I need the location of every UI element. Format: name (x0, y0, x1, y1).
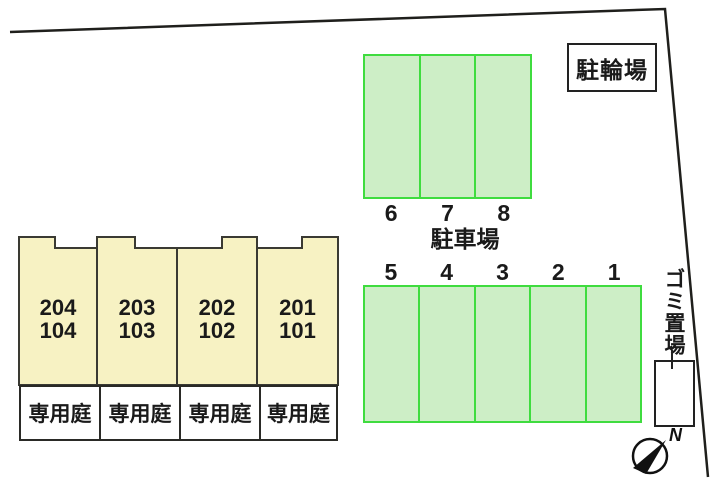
private-garden-204: 専用庭 (21, 387, 99, 439)
stall-number: 6 (384, 200, 398, 226)
unit-label-204-104: 204 104 (19, 296, 97, 342)
private-garden-label: 専用庭 (108, 403, 172, 426)
unit-block-201 (256, 236, 339, 386)
unit-label-203-103: 203 103 (97, 296, 177, 342)
parking-stall-4 (418, 287, 473, 421)
parking-stall-5 (365, 287, 418, 421)
garbage-leader-line (671, 350, 673, 369)
private-garden-203: 専用庭 (99, 387, 179, 439)
bicycle-parking-box: 駐輪場 (567, 43, 657, 92)
unit-number-lower: 104 (39, 318, 77, 343)
unit-label-201-101: 201 101 (257, 296, 338, 342)
compass: N (631, 425, 683, 475)
unit-label-202-102: 202 102 (177, 296, 257, 342)
stall-number: 5 (384, 259, 398, 285)
site-boundary-line (9, 7, 710, 478)
bicycle-parking-label: 駐輪場 (576, 56, 648, 83)
compass-north-label: N (669, 425, 683, 445)
parking-stall-3 (473, 287, 529, 421)
unit-number-lower: 103 (118, 318, 156, 343)
garbage-area-box (654, 360, 695, 427)
unit-number-upper: 203 (118, 295, 156, 320)
parking-block-upper (363, 54, 532, 199)
stall-number: 3 (496, 259, 509, 285)
unit-number-upper: 202 (198, 295, 236, 320)
private-garden-label: 専用庭 (188, 403, 252, 426)
unit-number-lower: 102 (198, 318, 236, 343)
parking-block-lower (363, 285, 642, 423)
north-needle-icon (633, 440, 666, 474)
stall-number: 7 (441, 200, 454, 226)
parking-stall-8 (474, 56, 530, 197)
stall-number: 2 (551, 259, 565, 285)
stall-number: 1 (607, 259, 621, 285)
private-garden-label: 専用庭 (28, 403, 92, 426)
building-outline (18, 236, 339, 386)
unit-number-upper: 204 (39, 295, 77, 320)
upper-stall-numbers: 6 7 8 (363, 200, 532, 226)
lower-stall-numbers: 5 4 3 2 1 (363, 259, 642, 285)
private-garden-label: 専用庭 (267, 403, 330, 426)
garbage-area-label: ゴミ置場 (662, 268, 685, 356)
parking-lot-label: 駐車場 (430, 226, 500, 252)
unit-number-upper: 201 (279, 295, 316, 320)
private-garden-202: 専用庭 (179, 387, 259, 439)
stall-number: 8 (497, 200, 511, 226)
parking-stall-2 (529, 287, 584, 421)
private-garden-201: 専用庭 (259, 387, 336, 439)
unit-number-lower: 101 (279, 318, 316, 343)
parking-stall-6 (365, 56, 419, 197)
stall-number: 4 (440, 259, 454, 285)
parking-stall-7 (418, 56, 475, 197)
private-garden-row: 専用庭 専用庭 専用庭 専用庭 (19, 385, 338, 441)
parking-stall-1 (584, 287, 640, 421)
